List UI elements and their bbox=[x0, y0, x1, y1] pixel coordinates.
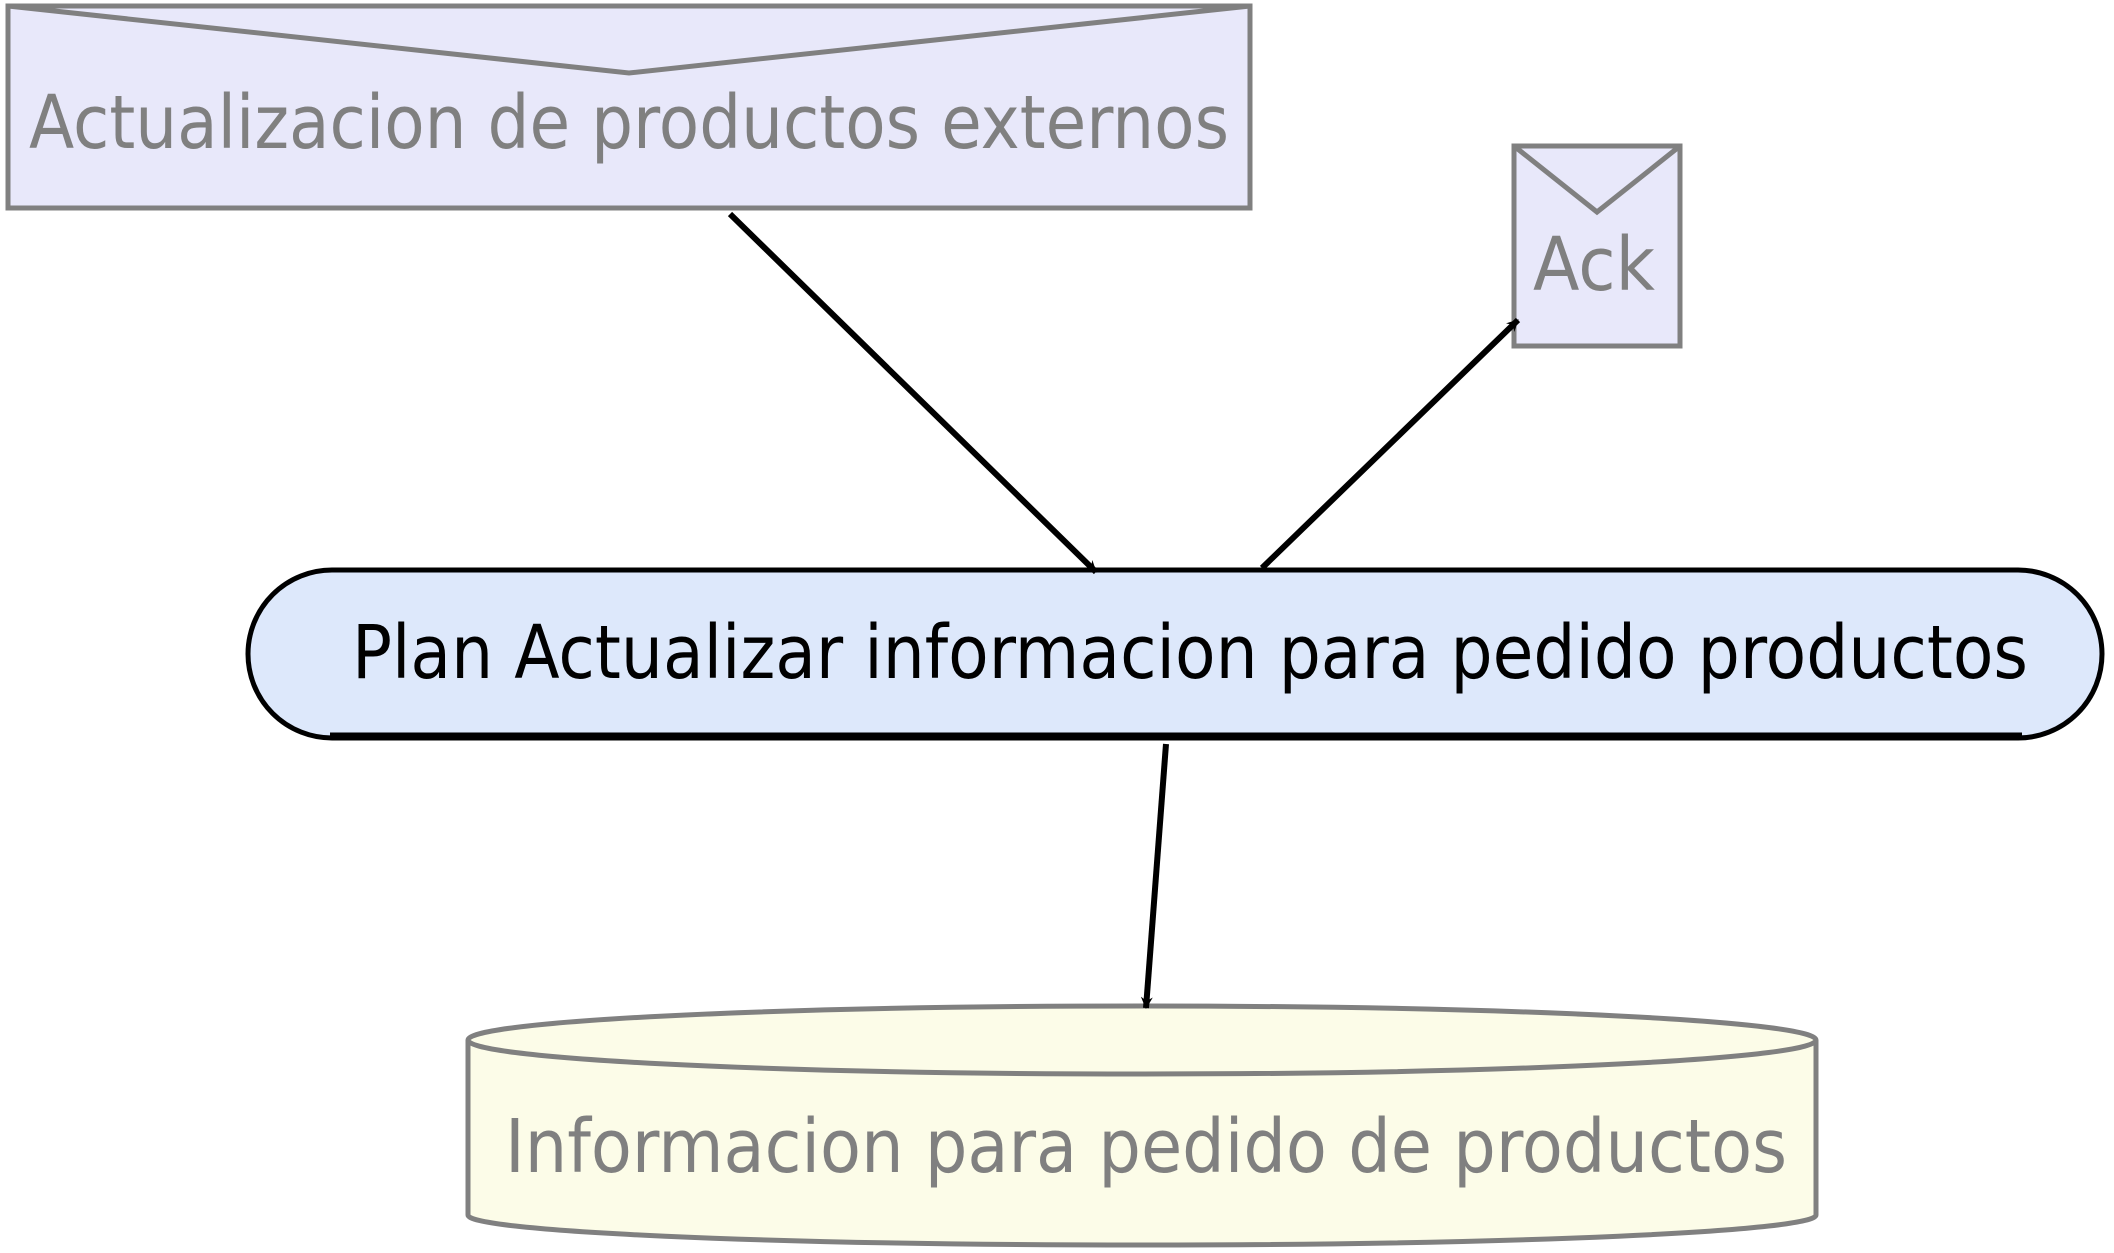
external-update-label: Actualizacion de productos externos bbox=[29, 80, 1229, 166]
envelope-icon bbox=[1512, 144, 1682, 216]
edge-external-to-plan bbox=[727, 211, 1099, 575]
external-update-box bbox=[5, 3, 1253, 211]
ack-box bbox=[1511, 143, 1683, 349]
external-update-notch bbox=[7, 3, 1251, 76]
edge-plan-to-ack bbox=[1259, 317, 1521, 571]
datastore-top bbox=[465, 1003, 1819, 1077]
ack-node[interactable]: Ack bbox=[1511, 143, 1683, 349]
ack-label: Ack bbox=[1533, 222, 1655, 308]
plan-label: Plan Actualizar informacion para pedido … bbox=[352, 610, 2028, 696]
edge-plan-to-datastore bbox=[1140, 743, 1169, 1009]
datastore-label: Informacion para pedido de productos bbox=[505, 1104, 1787, 1190]
external-update-node[interactable]: Actualizacion de productos externos bbox=[5, 3, 1253, 211]
plan-node[interactable]: Plan Actualizar informacion para pedido … bbox=[245, 567, 2105, 741]
datastore-node[interactable]: Informacion para pedido de productos bbox=[465, 1003, 1819, 1248]
datastore-body bbox=[465, 1040, 1819, 1248]
